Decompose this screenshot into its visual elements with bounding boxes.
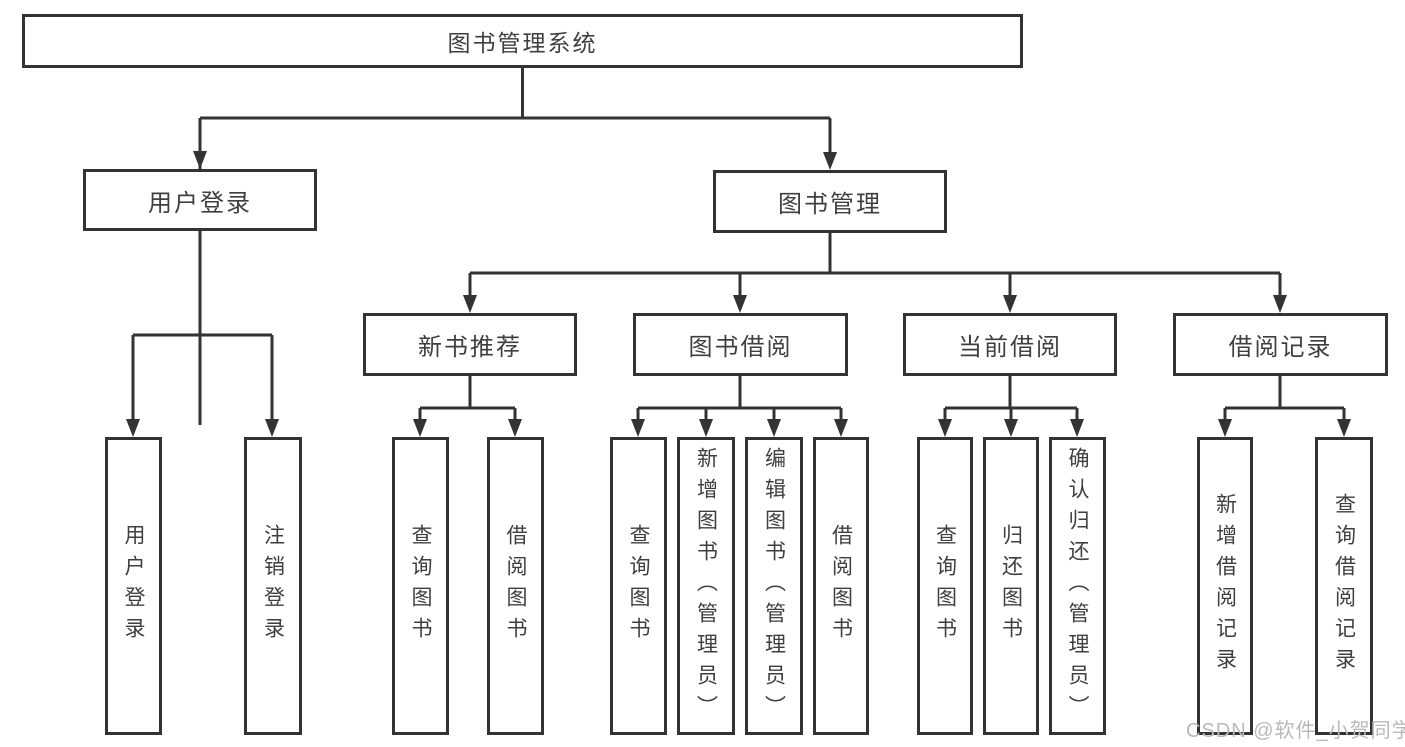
node-label: 查询图书 [409, 524, 432, 648]
leaf-query-books-1: 查询图书 [392, 437, 449, 735]
node-root-system: 图书管理系统 [22, 14, 1023, 68]
node-label: 图书管理 [778, 191, 882, 218]
csdn-watermark: CSDN @软件_小贺同学 [1186, 720, 1405, 742]
node-label: 归还图书 [999, 524, 1023, 648]
node-label: 新增借阅记录 [1213, 493, 1237, 679]
leaf-user-login: 用户登录 [105, 437, 162, 735]
leaf-query-borrow-record: 查询借阅记录 [1315, 437, 1373, 735]
node-label: 当前借阅 [958, 334, 1062, 361]
node-new-book-recommend: 新书推荐 [363, 313, 577, 376]
leaf-query-books-2: 查询图书 [610, 437, 667, 735]
node-label: 借阅记录 [1228, 334, 1333, 361]
node-label: 借阅图书 [829, 524, 853, 648]
node-borrow-records: 借阅记录 [1173, 313, 1388, 376]
node-label: 确认归还（管理员） [1066, 446, 1089, 726]
leaf-borrow-books-2: 借阅图书 [813, 437, 869, 735]
node-book-management: 图书管理 [713, 170, 947, 233]
leaf-confirm-return-admin: 确认归还（管理员） [1049, 437, 1106, 735]
node-label: 注销登录 [261, 524, 285, 648]
leaf-return-books: 归还图书 [983, 437, 1039, 735]
node-label: 查询借阅记录 [1332, 493, 1356, 679]
node-label: 用户登录 [148, 189, 252, 217]
leaf-query-books-3: 查询图书 [917, 437, 973, 735]
leaf-add-borrow-record: 新增借阅记录 [1197, 437, 1253, 735]
node-label: 编辑图书（管理员） [762, 446, 786, 726]
node-current-borrow: 当前借阅 [903, 313, 1117, 376]
node-label: 新增图书（管理员） [694, 446, 718, 726]
node-label: 新书推荐 [418, 334, 522, 361]
node-label: 借阅图书 [504, 524, 527, 648]
node-label: 查询图书 [933, 524, 957, 648]
leaf-borrow-books-1: 借阅图书 [487, 437, 544, 735]
node-user-login: 用户登录 [83, 169, 317, 231]
node-label: 图书借阅 [688, 334, 793, 361]
node-label: 图书管理系统 [447, 30, 598, 56]
leaf-logout: 注销登录 [244, 437, 302, 735]
node-book-borrow: 图书借阅 [633, 313, 848, 376]
leaf-add-books-admin: 新增图书（管理员） [677, 437, 735, 735]
node-label: 用户登录 [122, 524, 145, 648]
leaf-edit-books-admin: 编辑图书（管理员） [745, 437, 803, 735]
node-label: 查询图书 [627, 524, 650, 648]
